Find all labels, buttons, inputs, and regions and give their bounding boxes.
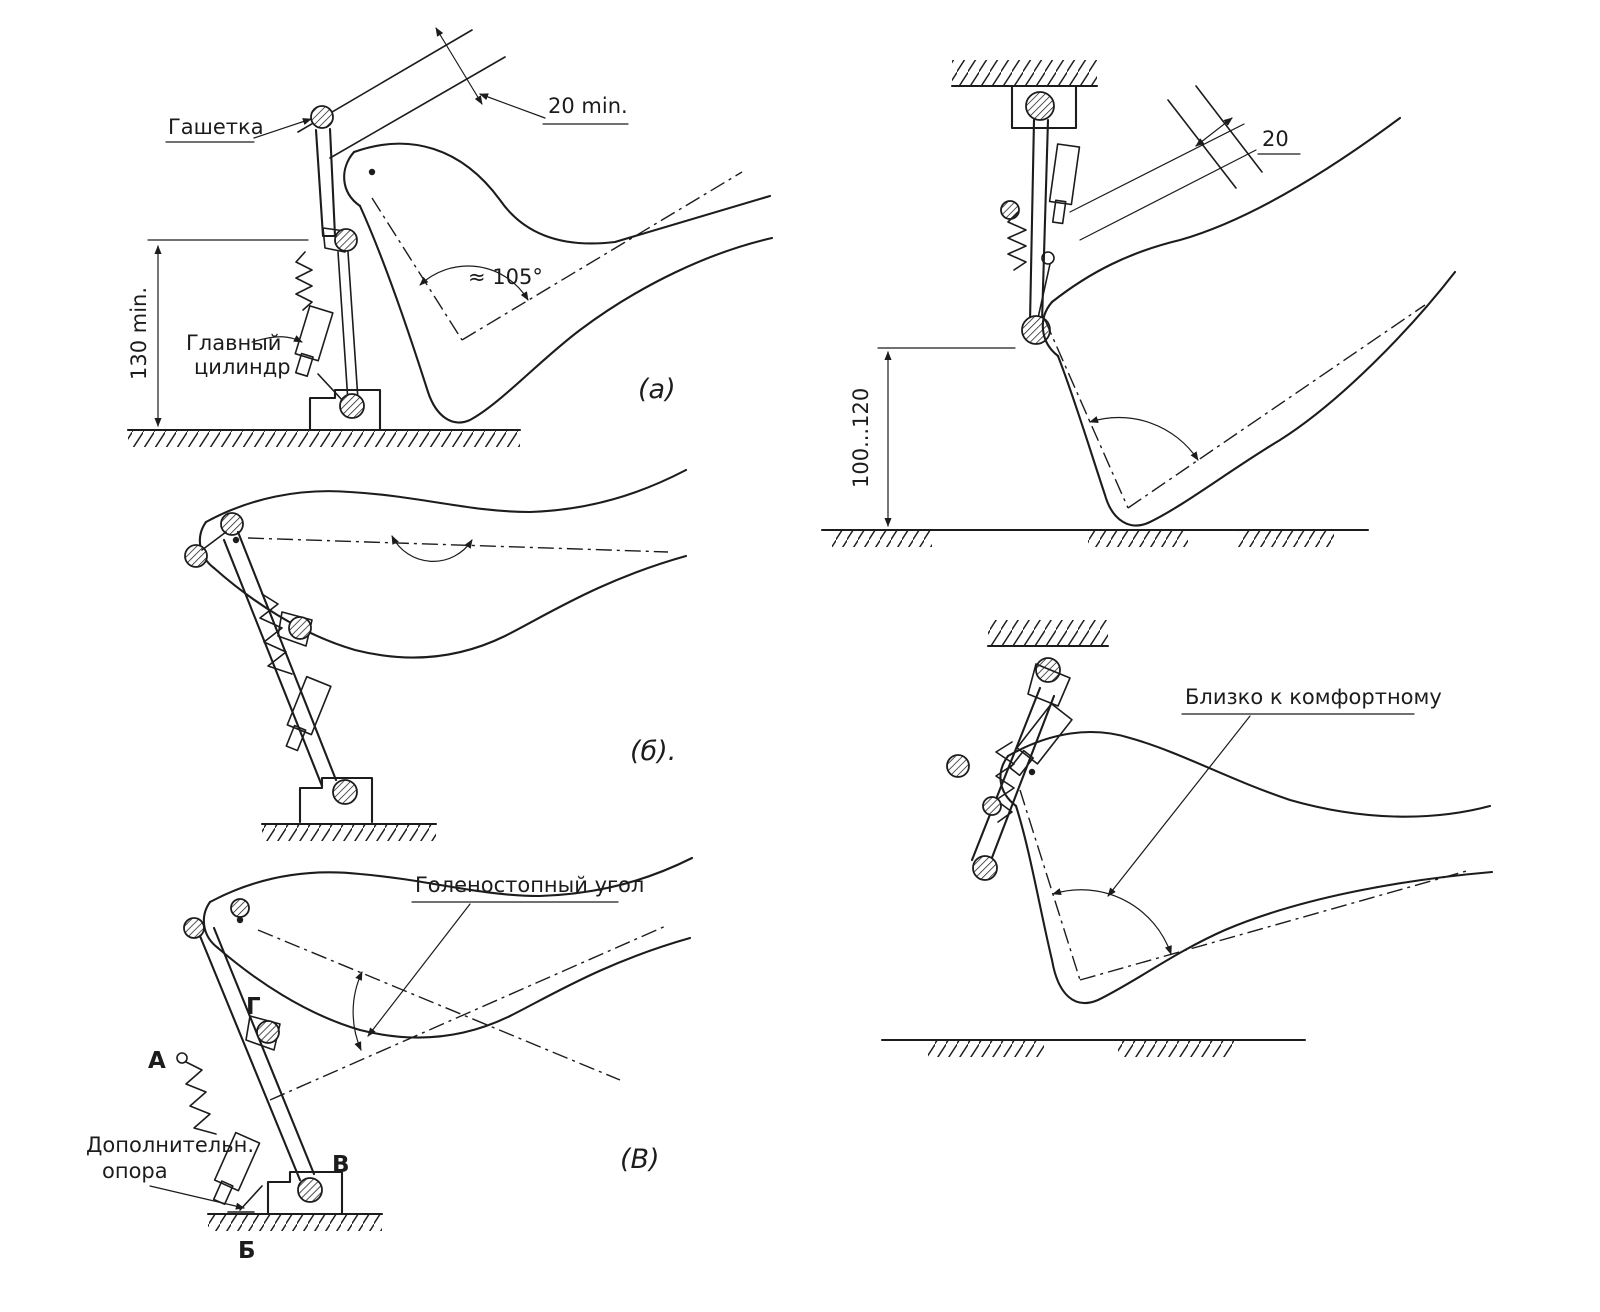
master-cylinder-label-1: Главный <box>186 331 281 355</box>
fig-v-foot-outline <box>202 856 694 1039</box>
figure-v: Голеностопный угол <box>86 856 694 1264</box>
spring-pin <box>1000 200 1020 220</box>
figure-bottom-right: Близко к комфортному <box>880 620 1494 1057</box>
fig-v-ground <box>206 1212 384 1231</box>
top-pin <box>230 898 250 918</box>
fig-br-ground <box>880 1038 1307 1057</box>
fig-b-caption: (б). <box>630 736 676 767</box>
extra-support-link <box>239 1185 263 1211</box>
fig-tr-travel-dimension: 20 <box>1069 85 1301 241</box>
pedestal <box>298 776 374 824</box>
mid-pivot-pin <box>334 228 358 252</box>
travel-dim-label: 20 <box>1262 127 1289 151</box>
travel-dim-label: 20 min. <box>548 94 628 118</box>
pedestal <box>266 1170 344 1216</box>
height-dim-label: 130 min. <box>127 287 151 380</box>
mid-pin <box>288 616 312 640</box>
base-pin <box>297 1177 323 1203</box>
fig-a-caption: (а) <box>638 374 676 405</box>
pedal-pad-pin <box>972 855 998 881</box>
fig-a-height-dimension: 130 min. <box>127 239 309 427</box>
fig-a-foot-outline <box>343 142 774 424</box>
fig-br-ceiling <box>986 620 1110 648</box>
spring <box>259 593 293 675</box>
comfort-label: Близко к комфортному <box>1185 685 1442 709</box>
fig-tr-ceiling <box>950 60 1099 88</box>
point-a-label: А <box>148 1048 166 1074</box>
ankle-angle-label: ≈ 105° <box>468 265 543 289</box>
link-pin-1 <box>946 754 970 778</box>
trigger-label: Гашетка <box>168 115 264 139</box>
point-g-label: Г <box>246 994 261 1020</box>
spring <box>995 741 1015 823</box>
fig-tr-foot-outline <box>1041 116 1457 527</box>
figure-a: 20 min. Гашетка Главный ц <box>126 27 774 447</box>
height-dim-label: 100...120 <box>849 388 873 488</box>
fig-b-foot-outline <box>198 468 688 659</box>
mid-pin <box>256 1020 280 1044</box>
fig-a-master-cylinder-label: Главный цилиндр <box>186 331 303 379</box>
fig-a-trigger-label: Гашетка <box>165 115 312 143</box>
figure-top-right: 20 100...120 <box>820 60 1457 547</box>
fig-b-pedal-mechanism <box>184 512 374 824</box>
fig-v-ankle-angle-label: Голеностопный угол <box>367 873 644 1037</box>
fig-a-pedal-mechanism <box>294 105 382 432</box>
fig-a-ground <box>126 428 522 447</box>
fig-v-caption: (В) <box>620 1144 660 1175</box>
fig-v-pedal-mechanism <box>176 898 344 1216</box>
fig-br-foot-outline <box>999 730 1494 1005</box>
support-label-1: Дополнительн. <box>86 1133 254 1157</box>
fig-v-support-label: Дополнительн. опора <box>86 1133 254 1210</box>
fig-br-comfort-label: Близко к комфортному <box>1107 685 1442 897</box>
fig-a-ankle-angle: ≈ 105° <box>371 171 743 341</box>
fig-br-ankle-angle <box>1019 789 1471 981</box>
pivot-pin <box>310 105 334 129</box>
fig-v-axes <box>257 924 669 1101</box>
fig-tr-ankle-angle <box>1044 304 1426 509</box>
link-pin-2 <box>982 796 1002 816</box>
top-pin <box>220 512 244 536</box>
fig-tr-ground <box>820 528 1370 547</box>
master-cylinder-label-2: цилиндр <box>194 355 291 379</box>
pedal-base-pin <box>339 393 365 419</box>
point-v-label: В <box>332 1152 350 1178</box>
cylinder <box>1048 143 1081 225</box>
mount-pin <box>1035 657 1061 683</box>
point-b-label: Б <box>238 1238 256 1264</box>
fig-b-ground <box>260 822 438 841</box>
fig-a-travel-dimension: 20 min. <box>297 27 629 159</box>
pedal-pedestal <box>308 388 382 432</box>
mount-pin <box>1025 91 1055 121</box>
base-pin <box>332 779 358 805</box>
spring <box>185 1061 217 1135</box>
cylinder <box>285 675 332 752</box>
toe-pin <box>183 917 205 939</box>
master-cylinder <box>294 305 334 377</box>
fig-br-pedal-mechanism <box>946 657 1073 881</box>
spring <box>1007 211 1027 271</box>
fig-tr-pedal-mechanism <box>1000 84 1081 345</box>
fig-b-axis <box>247 535 669 562</box>
support-label-2: опора <box>102 1159 168 1183</box>
figure-b: (б). <box>184 468 688 841</box>
fig-tr-height-dimension: 100...120 <box>849 347 1016 527</box>
spring <box>295 251 313 311</box>
ankle-angle-label: Голеностопный угол <box>415 873 644 897</box>
